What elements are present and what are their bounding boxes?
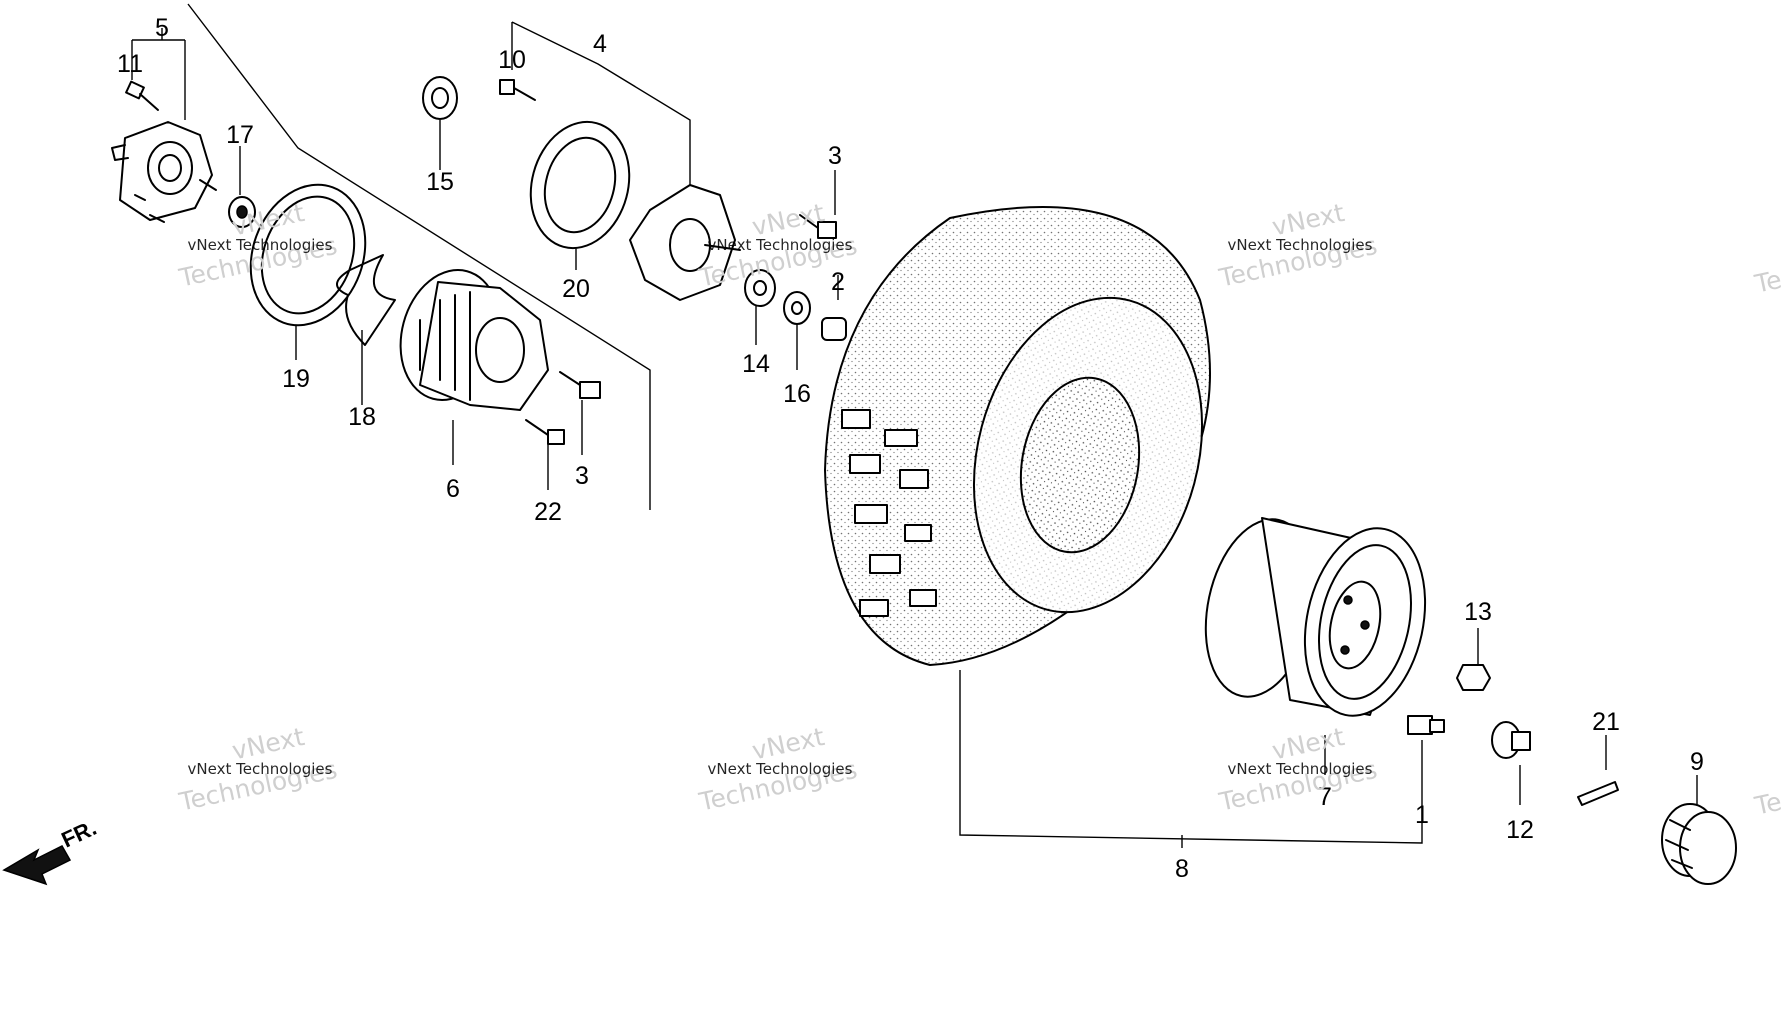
svg-text:vNext: vNext xyxy=(749,722,827,766)
callout-19: 19 xyxy=(282,365,310,393)
collar-part-2 xyxy=(821,317,847,341)
tire-part-8 xyxy=(824,206,1211,666)
svg-text:Te: Te xyxy=(1751,787,1784,821)
svg-text:vNext Technologies: vNext Technologies xyxy=(188,236,333,254)
svg-text:vNext Technologies: vNext Technologies xyxy=(1228,760,1373,778)
stud-part-1 xyxy=(1407,715,1445,735)
bearing-part-14 xyxy=(744,269,776,307)
svg-text:vNext: vNext xyxy=(229,722,307,766)
rim-part-7 xyxy=(1204,517,1427,717)
svg-text:vNext Technologies: vNext Technologies xyxy=(188,760,333,778)
svg-text:vNext: vNext xyxy=(1269,198,1347,242)
svg-text:vNext Technologies: vNext Technologies xyxy=(1228,236,1373,254)
callout-17: 17 xyxy=(226,121,254,149)
nut-part-13 xyxy=(1456,664,1491,691)
bolt-part-3-lower xyxy=(559,371,601,399)
callout-21: 21 xyxy=(1592,708,1620,736)
watermark-bottom-left: vNext Technologies vNext Technologies xyxy=(176,722,340,817)
svg-text:vNext Technologies: vNext Technologies xyxy=(708,236,853,254)
callout-15: 15 xyxy=(426,168,454,196)
bearing-part-15 xyxy=(422,76,458,120)
watermark-edge-fragments: Te Te xyxy=(1751,265,1784,821)
callout-14: 14 xyxy=(742,350,770,378)
watermark-top-right: vNext Technologies vNext Technologies xyxy=(1216,198,1380,293)
callout-11: 11 xyxy=(117,50,143,78)
svg-text:vNext: vNext xyxy=(749,198,827,242)
callout-20: 20 xyxy=(562,275,590,303)
callout-5: 5 xyxy=(155,14,169,42)
callout-13: 13 xyxy=(1464,598,1492,626)
watermark-bottom-center: vNext Technologies vNext Technologies xyxy=(696,722,860,817)
ring-part-19 xyxy=(249,183,367,327)
pin-part-21 xyxy=(1577,781,1619,806)
seal-part-18 xyxy=(336,254,396,346)
seal-part-20 xyxy=(529,120,631,250)
hub-part-5 xyxy=(111,121,217,223)
callout-6: 6 xyxy=(446,475,460,503)
callout-1: 1 xyxy=(1415,801,1429,829)
callout-7: 7 xyxy=(1318,783,1332,811)
svg-text:Te: Te xyxy=(1751,265,1784,299)
callout-18: 18 xyxy=(348,403,376,431)
callout-4: 4 xyxy=(593,30,607,58)
callout-3-upper: 3 xyxy=(828,142,842,170)
watermark-bottom-right: vNext Technologies vNext Technologies xyxy=(1216,722,1380,817)
callout-12: 12 xyxy=(1506,816,1534,844)
callout-10: 10 xyxy=(498,46,526,74)
bolt-part-22 xyxy=(525,419,565,445)
drum-part-6 xyxy=(399,269,549,411)
callout-16: 16 xyxy=(783,380,811,408)
bolt-part-3-upper xyxy=(799,214,837,239)
nut-part-17 xyxy=(228,196,256,228)
callout-labels: 1 2 3 3 4 5 6 7 8 9 10 11 12 13 14 15 16… xyxy=(117,14,1704,883)
cap-part-9 xyxy=(1661,803,1737,885)
bolt-part-11 xyxy=(125,80,159,111)
front-direction-label: FR. xyxy=(58,815,101,853)
callout-8: 8 xyxy=(1175,855,1189,883)
bolt-part-10 xyxy=(499,79,536,101)
hub-plate-part-4 xyxy=(629,184,741,301)
front-direction-arrow: FR. xyxy=(2,815,101,886)
svg-text:vNext Technologies: vNext Technologies xyxy=(708,760,853,778)
callout-2: 2 xyxy=(831,268,845,296)
callout-9: 9 xyxy=(1690,748,1704,776)
callout-22: 22 xyxy=(534,498,562,526)
nut-part-12 xyxy=(1491,721,1531,759)
svg-text:vNext: vNext xyxy=(1269,722,1347,766)
seal-part-16 xyxy=(783,291,811,325)
callout-3-lower: 3 xyxy=(575,462,589,490)
